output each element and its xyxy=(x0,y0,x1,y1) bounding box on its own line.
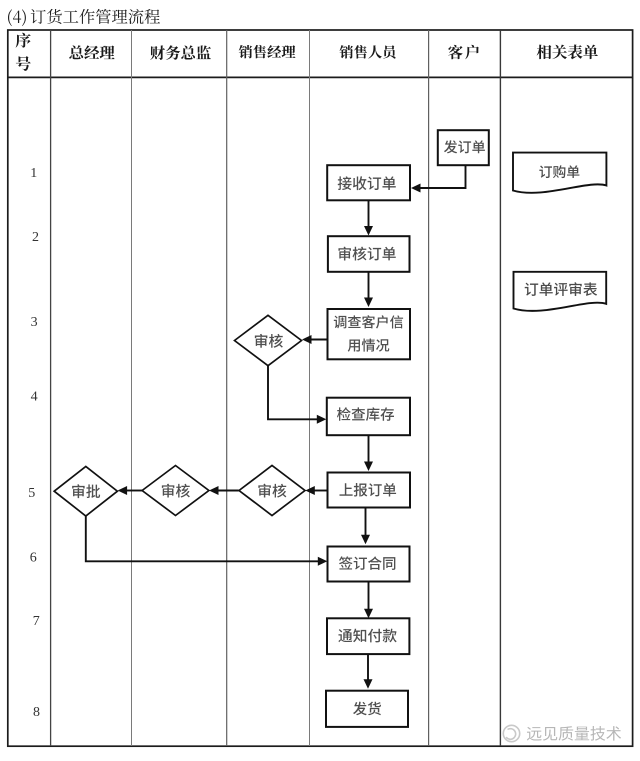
svg-text:5: 5 xyxy=(28,486,35,501)
svg-text:3: 3 xyxy=(31,315,38,330)
svg-text:7: 7 xyxy=(33,614,40,629)
svg-text:6: 6 xyxy=(30,551,37,566)
svg-text:1: 1 xyxy=(30,166,37,181)
svg-text:4: 4 xyxy=(31,389,38,404)
svg-text:2: 2 xyxy=(32,230,39,245)
svg-text:8: 8 xyxy=(33,705,40,720)
